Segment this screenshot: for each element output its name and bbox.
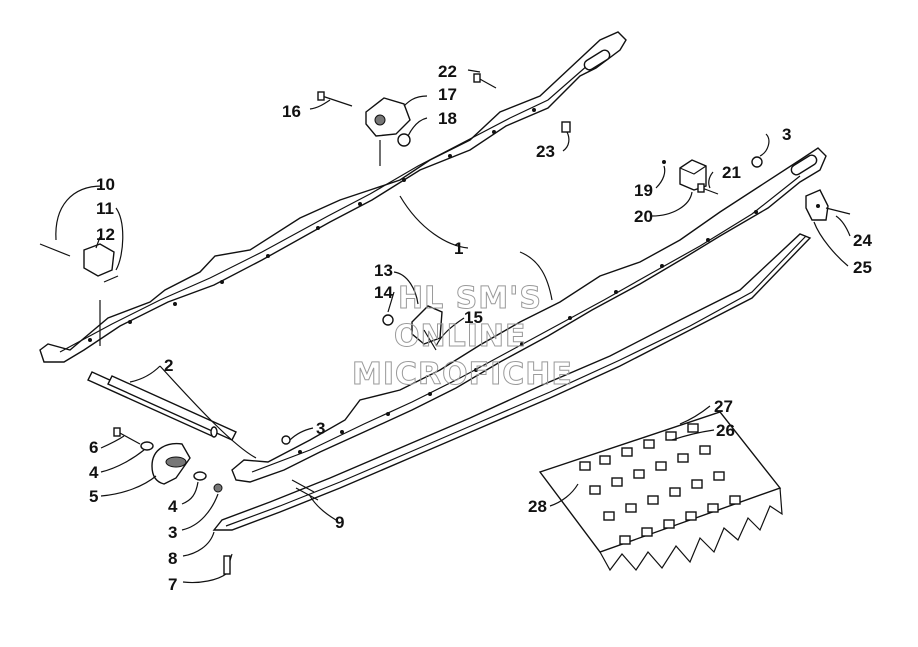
callout-15: 15 [464, 308, 483, 327]
callout-14: 14 [374, 283, 393, 302]
callout-25: 25 [853, 258, 872, 277]
callout-16: 16 [282, 102, 301, 121]
callout-4: 4 [89, 463, 99, 482]
callout-9: 9 [335, 513, 344, 532]
callout-1: 1 [454, 239, 463, 258]
callout-22: 22 [438, 62, 457, 81]
cross-shafts [87, 371, 237, 441]
callout-20: 20 [634, 207, 653, 226]
callout-3: 3 [168, 523, 177, 542]
callout-2: 2 [164, 356, 173, 375]
callout-3: 3 [316, 419, 325, 438]
callout-10: 10 [96, 175, 115, 194]
callout-11: 11 [96, 199, 114, 218]
upper-slide-rail [39, 31, 627, 363]
callout-17: 17 [438, 85, 457, 104]
track-clips [579, 423, 741, 545]
callout-18: 18 [438, 109, 457, 128]
wear-strip [212, 233, 812, 531]
callout-12: 12 [96, 225, 115, 244]
bracket-25 [805, 189, 829, 221]
callout-27: 27 [714, 397, 733, 416]
callout-numbers: 1 2 3 3 3 4 4 5 6 7 8 9 10 11 12 13 14 1… [89, 62, 872, 594]
callout-6: 6 [89, 438, 98, 457]
bumper-block-17 [365, 97, 411, 147]
watermark-line-1: HL SM'S [398, 281, 542, 316]
watermark-line-3: MICROFICHE [352, 357, 573, 392]
lower-slide-rail [231, 147, 827, 483]
callout-26: 26 [716, 421, 735, 440]
callout-8: 8 [168, 549, 177, 568]
callout-3: 3 [782, 125, 791, 144]
hardware [113, 73, 851, 575]
watermark-line-2: ONLINE [394, 319, 527, 354]
callout-28: 28 [528, 497, 547, 516]
callout-7: 7 [168, 575, 177, 594]
callout-13: 13 [374, 261, 393, 280]
callout-21: 21 [722, 163, 741, 182]
track-section [538, 411, 783, 572]
shock-bracket [382, 305, 443, 351]
watermark: HL SM'S ONLINE MICROFICHE [352, 281, 573, 393]
idler-wheel [151, 442, 191, 485]
callout-24: 24 [853, 231, 872, 250]
callout-4: 4 [168, 497, 178, 516]
leader-lines [55, 69, 851, 584]
callout-19: 19 [634, 181, 653, 200]
rear-clip [39, 243, 119, 283]
bumper-block-20 [679, 159, 707, 191]
callout-5: 5 [89, 487, 98, 506]
callout-23: 23 [536, 142, 555, 161]
